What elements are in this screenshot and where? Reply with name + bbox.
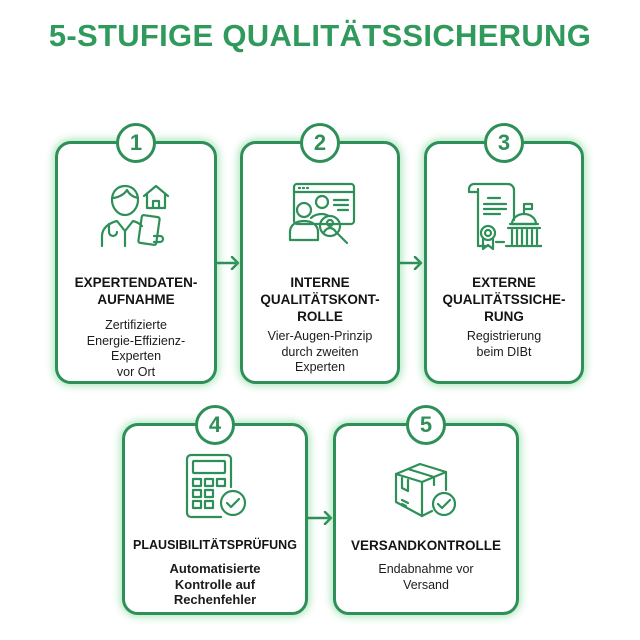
step-description: Zertifizierte Energie-Effizienz- Experte… bbox=[86, 318, 186, 379]
step-number-badge: 4 bbox=[195, 405, 235, 445]
arrow-right-icon bbox=[217, 256, 241, 270]
step-description: Endabnahme vor Versand bbox=[378, 562, 474, 592]
step-heading: VERSANDKONTROLLE bbox=[350, 538, 501, 553]
step-heading: EXTERNE QUALITÄTSSICHE- RUNG bbox=[442, 275, 566, 324]
step-number-badge: 5 bbox=[406, 405, 446, 445]
step-description: Registrierung beim DIBt bbox=[466, 329, 542, 359]
certificate-government-building-icon bbox=[466, 180, 542, 256]
step-number-badge: 3 bbox=[484, 123, 524, 163]
step-card-2: 2 INTERNE QUALITÄTSKONT- ROLLE Vier-Auge… bbox=[240, 123, 400, 384]
step-heading: PLAUSIBILITÄTSPRÜFUNG bbox=[133, 538, 297, 552]
step-card-1: 1 EXPERTENDATEN- AUFNAHME Zertifizierte … bbox=[55, 123, 217, 384]
step-description: Automatisierte Kontrolle auf Rechenfehle… bbox=[169, 561, 261, 607]
step-description: Vier-Augen-Prinzip durch zweiten Experte… bbox=[267, 329, 373, 374]
step-card-5: 5 VERSANDKONTROLLE Endabnahme vor Versan… bbox=[333, 405, 519, 615]
arrow-right-icon bbox=[400, 256, 424, 270]
step-card-3: 3 EXTERNE QUALITÄTSSICHE- RUNG Registrie… bbox=[424, 123, 584, 384]
step-card-4: 4 PLAUSIBILITÄTSPRÜFUNG Automatisierte K… bbox=[122, 405, 308, 615]
step-number-badge: 1 bbox=[116, 123, 156, 163]
expert-with-tablet-and-house-icon bbox=[98, 180, 174, 250]
arrow-right-icon bbox=[308, 511, 334, 525]
page-title: 5-STUFIGE QUALITÄTSSICHERUNG bbox=[48, 18, 592, 53]
step-heading: EXPERTENDATEN- AUFNAHME bbox=[74, 275, 198, 307]
step-heading: INTERNE QUALITÄTSKONT- ROLLE bbox=[260, 275, 380, 324]
package-check-icon bbox=[390, 458, 462, 522]
calculator-check-icon bbox=[181, 453, 249, 521]
step-number-badge: 2 bbox=[300, 123, 340, 163]
people-magnifier-review-icon bbox=[282, 180, 358, 250]
